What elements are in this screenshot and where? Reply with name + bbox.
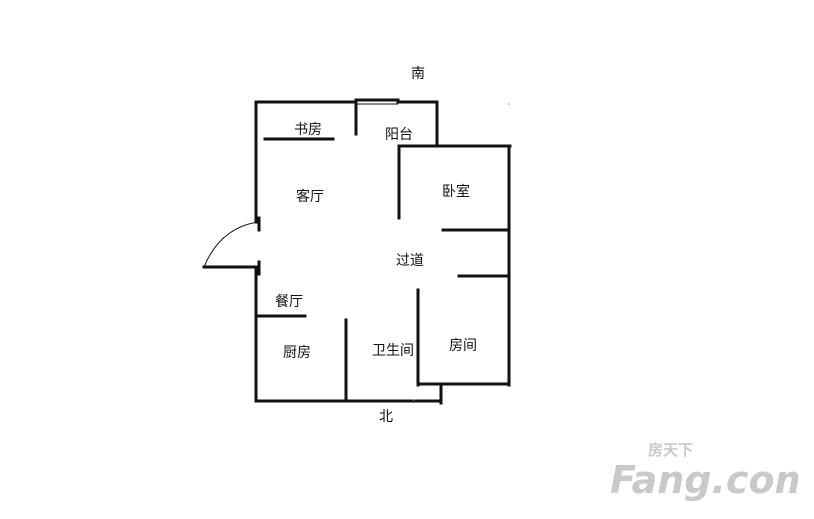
- watermark-brand-en: Fang.com: [610, 458, 798, 501]
- compass-south: 南: [411, 66, 425, 82]
- walls: [254, 98, 512, 405]
- dot: [508, 103, 510, 105]
- room-label-study: 书房: [294, 122, 322, 138]
- room-label-bedroom: 卧室: [442, 183, 470, 200]
- room-label-balcony: 阳台: [385, 127, 413, 143]
- room-label-kitchen: 厨房: [283, 345, 311, 361]
- fang-logo-watermark: 房天下 Fang.com: [610, 441, 798, 501]
- room-label-living-room: 客厅: [296, 188, 324, 205]
- compass-north: 北: [379, 409, 393, 425]
- watermark-brand-cn: 房天下: [648, 441, 693, 459]
- room-label-dining-room: 餐厅: [275, 294, 303, 310]
- dot: [413, 399, 415, 401]
- door-swing-arc: [203, 221, 259, 268]
- entrance-door: [202, 216, 261, 276]
- room-label-room: 房间: [449, 338, 477, 354]
- room-label-corridor: 过道: [396, 253, 424, 269]
- room-label-bathroom: 卫生间: [372, 343, 414, 359]
